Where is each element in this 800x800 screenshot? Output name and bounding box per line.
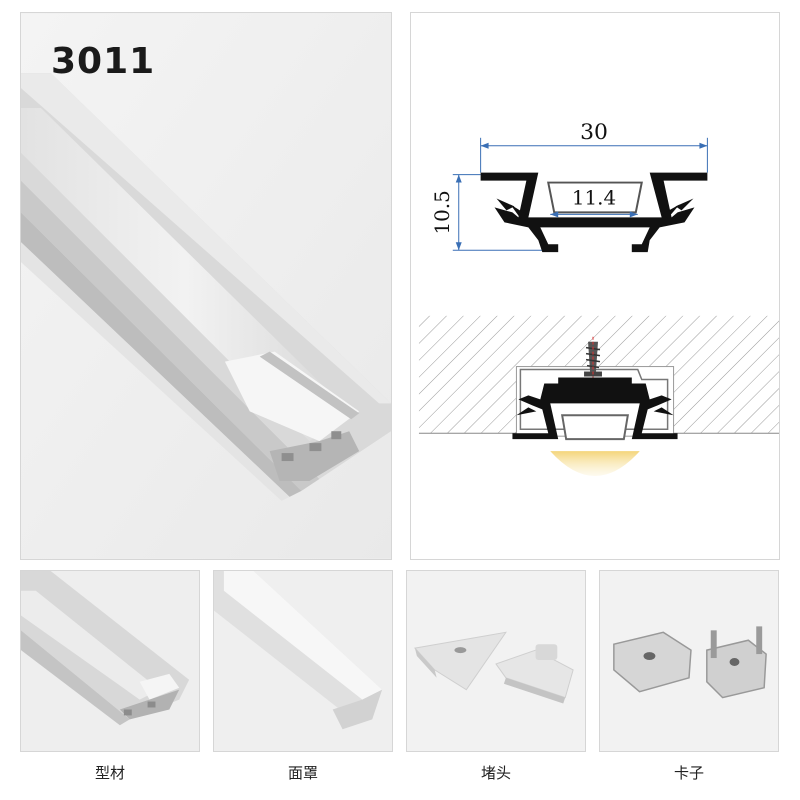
inner-width-dimension-label: 11.4 bbox=[572, 186, 616, 209]
thumbnail-end-cap[interactable] bbox=[406, 570, 586, 752]
cross-section-diagram: 30 11.4 10.5 bbox=[418, 120, 779, 476]
height-dimension-label: 10.5 bbox=[431, 190, 454, 234]
profile-thumbnail-image bbox=[21, 571, 199, 751]
led-light-glow bbox=[550, 451, 640, 476]
model-code: 3011 bbox=[51, 41, 156, 82]
main-product-photo: 3011 bbox=[20, 12, 392, 560]
dimension-diagram-panel: 30 11.4 10.5 bbox=[410, 12, 780, 560]
thumbnail-diffuser[interactable] bbox=[213, 570, 393, 752]
screw-icon bbox=[584, 336, 602, 384]
caption-profile: 型材 bbox=[94, 764, 125, 782]
mounting-clip-thumbnail-image bbox=[600, 571, 778, 751]
thumbnail-mounting-clip[interactable] bbox=[599, 570, 779, 752]
profile-cross-section: 30 11.4 10.5 bbox=[431, 120, 708, 253]
thumbnail-profile[interactable] bbox=[20, 570, 200, 752]
caption-diffuser: 面罩 bbox=[287, 764, 318, 782]
diffuser-thumbnail-image bbox=[214, 571, 392, 751]
width-dimension-label: 30 bbox=[580, 120, 608, 145]
end-cap-thumbnail-image bbox=[407, 571, 585, 751]
caption-mounting-clip: 卡子 bbox=[673, 764, 704, 782]
installation-diagram bbox=[418, 315, 779, 476]
caption-end-cap: 堵头 bbox=[480, 764, 511, 782]
aluminum-profile-illustration bbox=[21, 13, 391, 559]
